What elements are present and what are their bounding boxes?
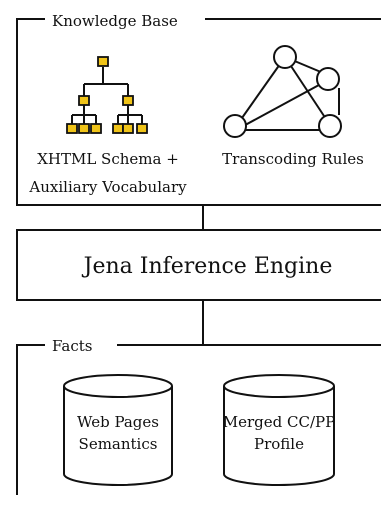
- knowledge-base-border: [16, 18, 381, 206]
- facts-group: Facts Web Pages Semantics Merged CC/PP P…: [16, 337, 381, 495]
- schema-label-line2: Auxiliary Vocabulary: [28, 178, 187, 196]
- knowledge-base-title: Knowledge Base: [52, 12, 178, 30]
- db-ccpp-profile-line2: Profile: [254, 435, 304, 453]
- knowledge-base-group: Knowledge Base: [16, 12, 381, 206]
- db-ccpp-profile-line1: Merged CC/PP: [223, 413, 335, 431]
- db-web-pages-line1: Web Pages: [77, 413, 159, 431]
- inference-engine-group: Jena Inference Engine: [16, 229, 381, 301]
- facts-border: [16, 344, 381, 495]
- db-web-pages-line2: Semantics: [79, 435, 158, 453]
- graph-network-icon: [223, 45, 342, 138]
- facts-title: Facts: [52, 337, 92, 355]
- tree-hierarchy-icon: [66, 56, 148, 134]
- schema-label-line1: XHTML Schema +: [37, 150, 179, 168]
- inference-engine-label: Jena Inference Engine: [82, 254, 333, 279]
- rules-label: Transcoding Rules: [222, 150, 364, 168]
- inference-engine-border: [16, 229, 381, 301]
- database-cylinder-icon: [223, 374, 335, 486]
- database-cylinder-icon: [63, 374, 173, 486]
